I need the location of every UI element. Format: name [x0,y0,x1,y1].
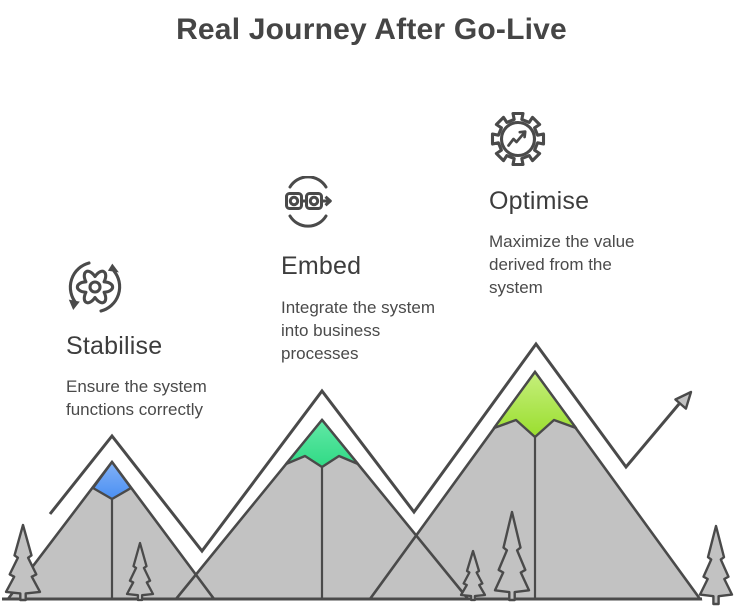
mountain-scene [2,341,734,606]
tree [4,523,42,602]
page-title: Real Journey After Go-Live [176,13,567,46]
step-description: Ensure the system functions correctly [66,377,207,419]
tree [459,549,487,602]
sync-gear-icon [68,261,122,313]
tree [493,510,531,602]
tree [125,541,155,602]
step-optimise: Optimise Maximize the value derived from… [489,108,674,299]
step-label: Stabilise [66,332,163,360]
step-description: Integrate the system into business proce… [281,298,436,363]
tree [698,524,734,606]
gear-chart-icon [490,111,546,167]
step-label: Optimise [489,187,590,215]
step-embed: Embed Integrate the system into business… [281,176,461,365]
step-label: Embed [281,252,362,280]
step-stabilise: Stabilise Ensure the system functions co… [66,254,256,421]
pipeline-arrow-icon [285,176,332,228]
step-description: Maximize the value derived from the syst… [489,232,635,297]
journey-arrowhead-icon [674,390,693,410]
journey-path-line [48,341,681,554]
